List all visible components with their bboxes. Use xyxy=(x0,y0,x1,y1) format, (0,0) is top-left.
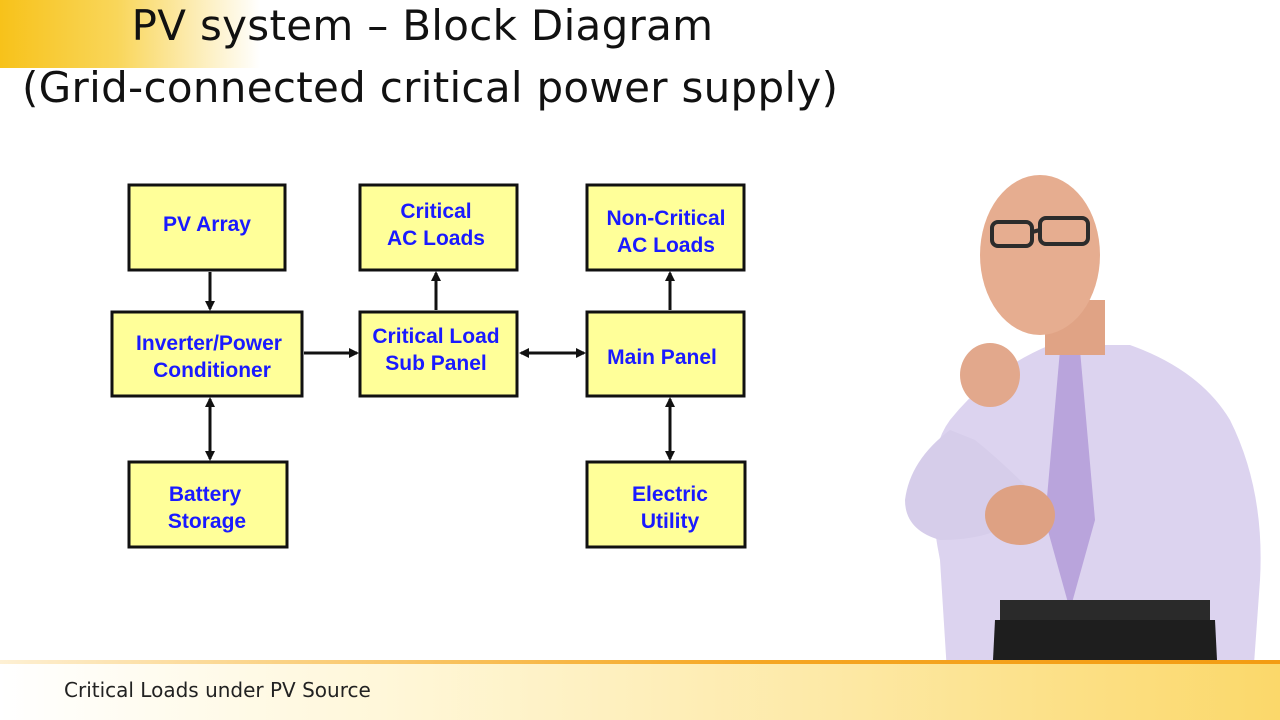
block-battery-storage: Battery Storage xyxy=(127,460,289,549)
block-inverter-line1: Inverter/Power xyxy=(136,332,282,355)
footer-caption: Critical Loads under PV Source xyxy=(64,678,371,702)
block-critical-ac-loads: Critical AC Loads xyxy=(358,183,519,272)
footer-bar xyxy=(0,660,1280,720)
slide-subtitle: (Grid-connected critical power supply) xyxy=(22,63,839,112)
block-sub-panel-line2: Sub Panel xyxy=(385,352,487,375)
block-utility-line2: Utility xyxy=(641,510,700,533)
block-electric-utility: Electric Utility xyxy=(585,460,747,549)
presenter-image xyxy=(905,175,1261,720)
block-non-critical-ac-loads-line1: Non-Critical xyxy=(606,207,725,230)
block-battery-line1: Battery xyxy=(169,483,242,506)
block-inverter: Inverter/Power Conditioner xyxy=(110,310,304,398)
block-critical-ac-loads-line2: AC Loads xyxy=(387,227,485,250)
block-sub-panel-line1: Critical Load xyxy=(372,325,499,348)
block-main-panel-label: Main Panel xyxy=(607,346,717,369)
block-inverter-line2: Conditioner xyxy=(153,359,271,382)
block-critical-load-sub-panel: Critical Load Sub Panel xyxy=(358,310,519,398)
block-pv-array: PV Array xyxy=(127,183,287,272)
title-accent-band xyxy=(0,0,260,68)
block-non-critical-ac-loads: Non-Critical AC Loads xyxy=(585,183,746,272)
block-utility-line1: Electric xyxy=(632,483,708,506)
block-battery-line2: Storage xyxy=(168,510,246,533)
block-non-critical-ac-loads-line2: AC Loads xyxy=(617,234,715,257)
slide-title: PV system – Block Diagram xyxy=(131,1,714,50)
block-pv-array-label: PV Array xyxy=(163,213,251,236)
block-critical-ac-loads-line1: Critical xyxy=(400,200,471,223)
block-main-panel: Main Panel xyxy=(585,310,746,398)
footer-accent-line xyxy=(0,660,1280,664)
